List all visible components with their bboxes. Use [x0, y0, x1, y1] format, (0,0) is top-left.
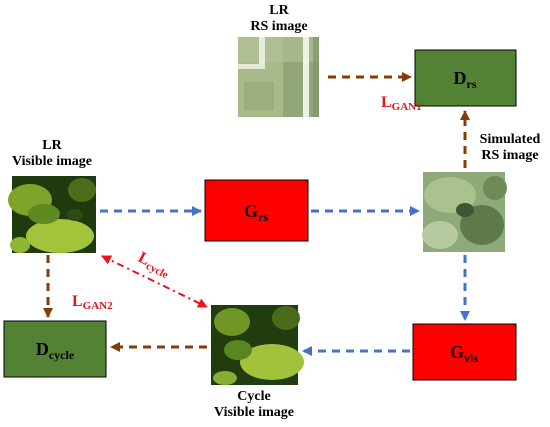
loss-gan2: LGAN2 [72, 293, 113, 312]
loss-gan2-main: L [72, 293, 83, 310]
svg-text:Drs: Drs [454, 68, 477, 91]
svg-text:Dcycle: Dcycle [36, 339, 75, 362]
g-rs-label: G [244, 201, 258, 221]
g-vis-box [412, 323, 517, 381]
g-rs-label-sub: rs [258, 210, 268, 224]
lr-rs-image [238, 37, 319, 117]
lr-rs-caption-line2: RS image [250, 19, 308, 34]
loss-gan1-main: L [381, 94, 392, 111]
lr-rs-caption: LR RS image [229, 3, 329, 35]
cycle-visible-caption: Cycle Visible image [204, 389, 304, 421]
lr-visible-image [8, 176, 96, 253]
g-vis-label: G [450, 342, 464, 362]
loss-gan2-sub: GAN2 [82, 300, 113, 312]
d-cycle-label: D [36, 339, 49, 359]
svg-text:Grs: Grs [244, 201, 268, 224]
d-rs-box [414, 49, 517, 107]
cycle-visible-caption-line2: Visible image [214, 405, 294, 420]
cycle-visible-image [211, 305, 304, 385]
simulated-rs-caption: Simulated RS image [471, 132, 549, 164]
lr-visible-caption: LR Visible image [2, 138, 102, 170]
loss-gan1: LGAN1 [381, 94, 422, 113]
svg-text:Gvis: Gvis [450, 342, 478, 365]
d-cycle-box [3, 320, 107, 378]
d-cycle-label-sub: cycle [49, 348, 75, 362]
cycle-visible-caption-line1: Cycle [237, 389, 271, 404]
cycle-loss-arrow [101, 255, 208, 308]
simulated-rs-image [422, 172, 507, 252]
simulated-rs-caption-line2: RS image [481, 148, 539, 163]
loss-gan1-sub: GAN1 [391, 101, 422, 113]
lr-visible-caption-line2: Visible image [12, 154, 92, 169]
g-rs-box [204, 179, 309, 242]
g-vis-label-sub: vis [464, 351, 478, 365]
lr-rs-caption-line1: LR [269, 3, 289, 18]
simulated-rs-caption-line1: Simulated [479, 132, 541, 147]
d-rs-label-sub: rs [467, 77, 477, 91]
lr-visible-caption-line1: LR [42, 138, 62, 153]
d-rs-label: D [454, 68, 467, 88]
